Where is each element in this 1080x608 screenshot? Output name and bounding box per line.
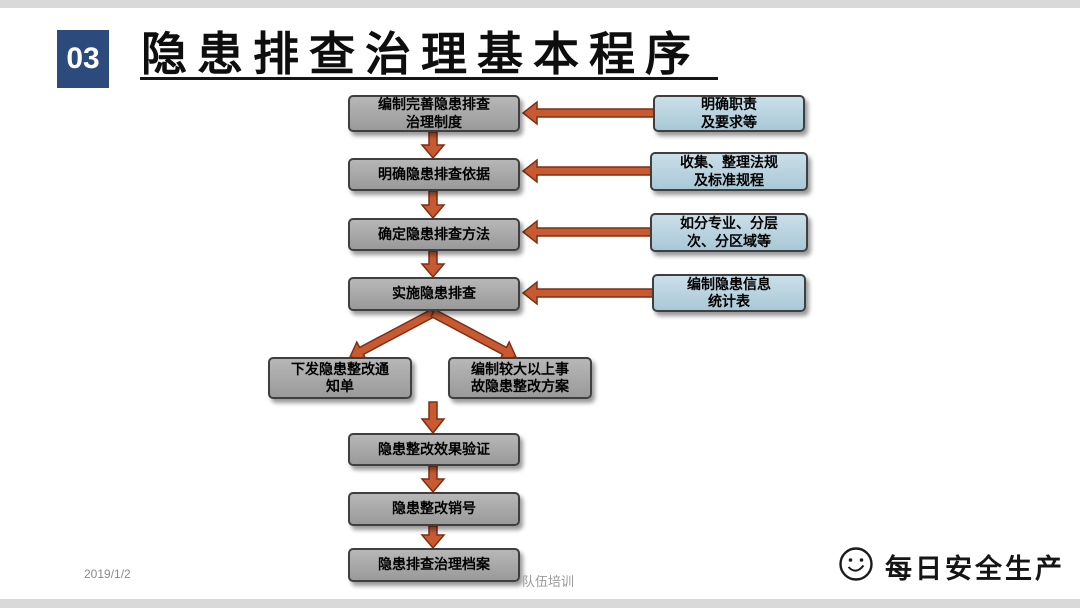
flow-step: 实施隐患排查 (348, 277, 520, 311)
title-underline (140, 77, 718, 80)
flow-step: 隐患排查治理档案 (348, 548, 520, 582)
arrow-left-icon (521, 219, 656, 245)
side-note: 明确职责 及要求等 (653, 95, 805, 132)
footer-watermark: 队伍培训 (522, 574, 575, 589)
flow-step-branch-left: 下发隐患整改通 知单 (268, 357, 412, 399)
arrow-left-icon (521, 100, 656, 126)
arrow-diagonal-right-icon (430, 308, 518, 361)
brand-name: 每日安全生产 (885, 553, 1065, 585)
arrow-diagonal-left-icon (348, 308, 436, 361)
arrow-down-icon (420, 131, 446, 160)
page-title: 隐患排查治理基本程序 (141, 28, 701, 80)
side-note: 编制隐患信息 统计表 (652, 274, 806, 312)
arrow-left-icon (521, 280, 656, 306)
bottom-strip (0, 599, 1080, 608)
arrow-left-icon (521, 158, 656, 184)
arrow-down-icon (420, 190, 446, 220)
flow-step: 隐患整改效果验证 (348, 433, 520, 466)
arrow-down-icon (420, 250, 446, 279)
arrow-down-icon (420, 401, 446, 435)
flow-step-branch-right: 编制较大以上事 故隐患整改方案 (448, 357, 592, 399)
flow-step: 明确隐患排查依据 (348, 158, 520, 191)
brand-mark: 每日安全生产 (836, 543, 1065, 589)
flow-step: 确定隐患排查方法 (348, 218, 520, 251)
side-note: 如分专业、分层 次、分区域等 (650, 213, 808, 252)
footer-date: 2019/1/2 (84, 567, 131, 581)
top-strip (0, 0, 1080, 8)
flow-step: 编制完善隐患排查 治理制度 (348, 95, 520, 132)
brand-logo-icon (836, 544, 876, 589)
slide-number-badge: 03 (57, 30, 109, 88)
arrow-down-icon (420, 465, 446, 494)
arrow-down-icon (420, 525, 446, 550)
side-note: 收集、整理法规 及标准规程 (650, 152, 808, 191)
flow-step: 隐患整改销号 (348, 492, 520, 526)
